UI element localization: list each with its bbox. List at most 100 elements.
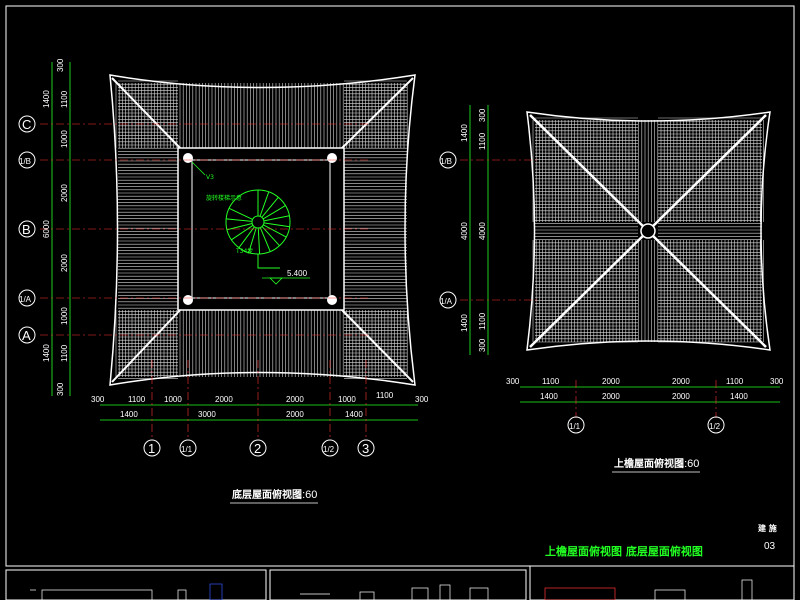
- left-column-nw: [183, 153, 193, 163]
- raxis-bubble-1-1: [567, 416, 585, 434]
- axis-bubble-1-1: [179, 439, 197, 457]
- right-vertical-dims: 300 1400 1100 4000 4000 1100 1400 300: [460, 108, 487, 352]
- v3-leader: [191, 161, 206, 176]
- rdim-v-5: 1100: [478, 312, 487, 330]
- axis-label-1-2: 1/2: [323, 445, 335, 454]
- rdim-h-top-1: 1100: [542, 377, 560, 386]
- axis-bubble-1a: [18, 289, 36, 307]
- rdim-v-7: 300: [478, 338, 487, 352]
- dim-h-top-2: 1000: [164, 395, 182, 404]
- raxis-label-1a: 1/A: [440, 297, 453, 306]
- axis-label-1b: 1/B: [19, 157, 31, 166]
- dim-h-top-1: 1100: [128, 395, 146, 404]
- dim-h-top-5: 1000: [338, 395, 356, 404]
- bottom-detail-thumbnails: [30, 579, 753, 600]
- raxis-label-1-2: 1/2: [709, 422, 721, 431]
- dim-h-top-7: 300: [415, 395, 429, 404]
- right-roof-outline: [526, 111, 771, 351]
- rdim-h-top-5: 300: [770, 377, 784, 386]
- rdim-h-bot-0: 1400: [540, 392, 558, 401]
- sheet-number: 03: [764, 541, 776, 552]
- dim-v-4: 2000: [60, 184, 69, 202]
- annotation-stair-label: T34步: [235, 247, 253, 255]
- axis-label-1-1: 1/1: [181, 445, 193, 454]
- raxis-label-1-1: 1/1: [569, 422, 581, 431]
- dim-v-3: 1000: [60, 130, 69, 148]
- left-axis-bubbles-vertical: C 1/B B 1/A A: [18, 115, 36, 344]
- rdim-h-top-0: 300: [506, 377, 520, 386]
- left-column-ne: [327, 153, 337, 163]
- sheet-title: 上檐屋面俯视图 底层屋面俯视图: [545, 544, 703, 558]
- rdim-h-top-4: 1100: [726, 377, 744, 386]
- dim-h-top-0: 300: [91, 395, 105, 404]
- dim-h-bot-0: 1400: [120, 410, 138, 419]
- bottom-panel-1: [5, 569, 267, 600]
- right-dimension-lines: [460, 105, 780, 418]
- raxis-label-1b: 1/B: [440, 157, 452, 166]
- dim-h-top-6: 1100: [376, 391, 394, 400]
- left-roof-outline: [109, 74, 416, 386]
- axis-label-a: A: [22, 328, 31, 343]
- dim-v-1: 1400: [42, 90, 51, 108]
- dim-v-9: 1400: [42, 344, 51, 362]
- raxis-bubble-1-2: [707, 416, 725, 434]
- rdim-h-top-2: 2000: [602, 377, 620, 386]
- left-ridge-se: [339, 307, 414, 383]
- left-ridge-sw: [111, 307, 183, 383]
- axis-bubble-3: [357, 439, 375, 457]
- dim-v-8: 1100: [60, 344, 69, 362]
- dim-v-5: 6000: [42, 220, 51, 238]
- raxis-bubble-1b: [439, 151, 457, 169]
- rdim-h-top-3: 2000: [672, 377, 690, 386]
- elevation-value: 5.400: [287, 269, 308, 278]
- dim-v-6: 2000: [60, 254, 69, 272]
- sheet-label: 建 施: [757, 523, 777, 533]
- rdim-v-1: 1400: [460, 124, 469, 142]
- rdim-v-2: 1100: [478, 132, 487, 150]
- left-column-se: [327, 295, 337, 305]
- rdim-h-bot-2: 2000: [672, 392, 690, 401]
- rdim-v-6: 1400: [460, 314, 469, 332]
- sheet-frame: [5, 5, 795, 567]
- left-column-sw: [183, 295, 193, 305]
- right-horizontal-dims: 300 1100 2000 2000 1100 300 1400 2000 20…: [506, 377, 784, 401]
- right-axis-bubbles: 1/B 1/A 1/1 1/2: [439, 151, 725, 434]
- axis-bubble-1-2: [321, 439, 339, 457]
- raxis-bubble-1a: [439, 291, 457, 309]
- dim-v-0: 300: [56, 58, 65, 72]
- dim-v-2: 1100: [60, 90, 69, 108]
- dim-h-bot-1: 3000: [198, 410, 216, 419]
- axis-bubble-2: [249, 439, 267, 457]
- dim-h-bot-2: 2000: [286, 410, 304, 419]
- axis-label-c: C: [22, 117, 31, 132]
- rdim-v-4: 4000: [478, 222, 487, 240]
- bottom-panel-2: [269, 569, 527, 600]
- dim-v-10: 300: [56, 382, 65, 396]
- axis-label-3: 3: [362, 441, 369, 456]
- left-dimension-lines: [40, 62, 418, 440]
- left-plan-title: 底层屋面俯视图: [232, 488, 302, 501]
- right-plan-title: 上檐屋面俯视图: [614, 457, 684, 470]
- rdim-v-0: 300: [478, 108, 487, 122]
- axis-bubble-1: [143, 439, 161, 457]
- axis-bubble-1b: [18, 151, 36, 169]
- rdim-h-bot-3: 1400: [730, 392, 748, 401]
- right-roof-finial: [640, 223, 656, 239]
- left-ridge-nw: [111, 77, 183, 151]
- bottom-panel-3: [529, 565, 795, 600]
- annotation-stair-note: 旋转楼梯示意: [206, 194, 242, 202]
- axis-label-b: B: [22, 222, 31, 237]
- axis-label-1a: 1/A: [19, 295, 32, 304]
- elevation-triangle: [269, 277, 283, 285]
- dim-v-7: 1000: [60, 307, 69, 325]
- left-vertical-dims-outer: 300 1400 1100 1000 2000 6000 2000 1000 1…: [42, 58, 69, 396]
- axis-bubble-b: [18, 220, 36, 238]
- annotation-v3: V3: [206, 174, 214, 181]
- spiral-stair-symbol: [225, 189, 291, 269]
- axis-bubble-a: [18, 326, 36, 344]
- left-ridge-ne: [339, 77, 414, 151]
- axis-bubble-c: [18, 115, 36, 133]
- rdim-h-bot-1: 2000: [602, 392, 620, 401]
- left-plan-scale: 1:60: [296, 489, 317, 501]
